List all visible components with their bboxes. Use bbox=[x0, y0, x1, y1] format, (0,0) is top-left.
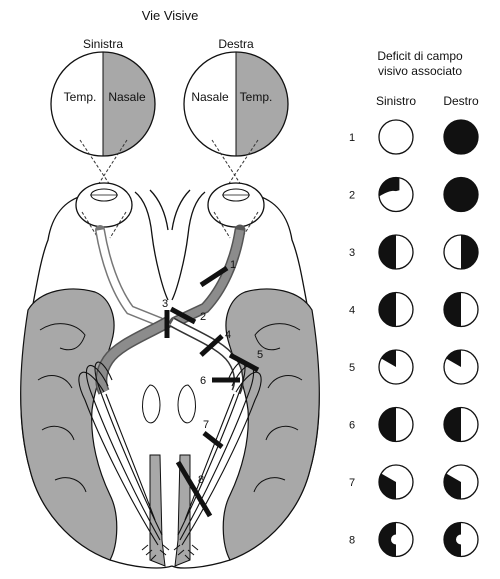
deficit-col-right: Destro bbox=[443, 94, 479, 108]
deficit-grid: 1 2 3 4 5 6 7 8 bbox=[349, 119, 479, 558]
deficit-row-label: 8 bbox=[349, 535, 355, 547]
left-eye-deficit-6 bbox=[378, 406, 414, 443]
deficit-row-label: 4 bbox=[349, 305, 355, 317]
deficit-row-label: 3 bbox=[349, 247, 355, 259]
deficit-row-label: 2 bbox=[349, 190, 355, 202]
deficit-title-line1: Deficit di campo bbox=[377, 49, 463, 63]
lesion-2-bar bbox=[169, 306, 197, 325]
left-eye-deficit-2 bbox=[378, 176, 414, 213]
lesion-7-bar bbox=[202, 431, 224, 449]
lesion-label-3: 3 bbox=[162, 298, 168, 310]
lesion-8-bar bbox=[175, 460, 213, 518]
right-eye-deficit-7 bbox=[443, 464, 479, 500]
left-field-label: Sinistra bbox=[83, 37, 123, 51]
lesion-label-6: 6 bbox=[200, 375, 206, 387]
deficit-row-label: 1 bbox=[349, 132, 355, 144]
lesion-1-bar bbox=[199, 265, 229, 288]
left-optic-radiations bbox=[78, 361, 163, 546]
lesion-4-bar bbox=[199, 334, 224, 357]
deficit-row-label: 7 bbox=[349, 477, 355, 489]
deficit-title-line2: visivo associato bbox=[378, 64, 462, 78]
right-nasal-label: Nasale bbox=[191, 90, 229, 104]
left-temporal-label: Temp. bbox=[64, 90, 97, 104]
right-eye-deficit-5 bbox=[443, 349, 479, 385]
lesion-label-4: 4 bbox=[225, 329, 231, 341]
lesion-label-7: 7 bbox=[203, 419, 209, 431]
left-eye-deficit-8 bbox=[378, 521, 414, 558]
lesion-5-bar bbox=[228, 352, 260, 373]
left-eye bbox=[75, 182, 133, 239]
lesion-label-2: 2 bbox=[200, 311, 206, 323]
left-eye-deficit-1 bbox=[378, 119, 414, 155]
left-nasal-label: Nasale bbox=[108, 90, 146, 104]
left-eye-deficit-3 bbox=[378, 234, 414, 270]
right-eye-deficit-4 bbox=[443, 291, 479, 328]
ventricles bbox=[142, 384, 196, 424]
right-visual-field bbox=[183, 51, 289, 157]
deficit-row-label: 5 bbox=[349, 362, 355, 374]
right-temporal-lobe bbox=[222, 288, 320, 561]
lesion-bars bbox=[164, 265, 260, 518]
right-eye-deficit-8 bbox=[443, 521, 479, 558]
right-eye-deficit-6 bbox=[443, 406, 479, 443]
left-visual-field bbox=[50, 51, 156, 157]
cortex-ticks bbox=[141, 544, 199, 561]
deficit-row-label: 6 bbox=[349, 420, 355, 432]
left-eye-deficit-4 bbox=[378, 291, 414, 328]
field-projection-lines bbox=[79, 139, 259, 189]
lesion-label-5: 5 bbox=[257, 349, 263, 361]
deficit-col-left: Sinistro bbox=[376, 94, 416, 108]
left-eye-deficit-7 bbox=[378, 464, 414, 500]
right-temporal-label: Temp. bbox=[240, 90, 273, 104]
right-eye-deficit-3 bbox=[443, 234, 479, 270]
right-eye-deficit-2 bbox=[443, 176, 479, 213]
figure-title: Vie Visive bbox=[142, 8, 199, 23]
lesion-label-8: 8 bbox=[198, 474, 204, 486]
lesion-label-1: 1 bbox=[230, 259, 236, 271]
optic-pathways bbox=[95, 224, 246, 395]
right-field-label: Destra bbox=[218, 37, 254, 51]
left-eye-deficit-5 bbox=[378, 349, 414, 385]
right-eye-deficit-1 bbox=[443, 119, 479, 155]
left-temporal-lobe bbox=[20, 288, 118, 561]
